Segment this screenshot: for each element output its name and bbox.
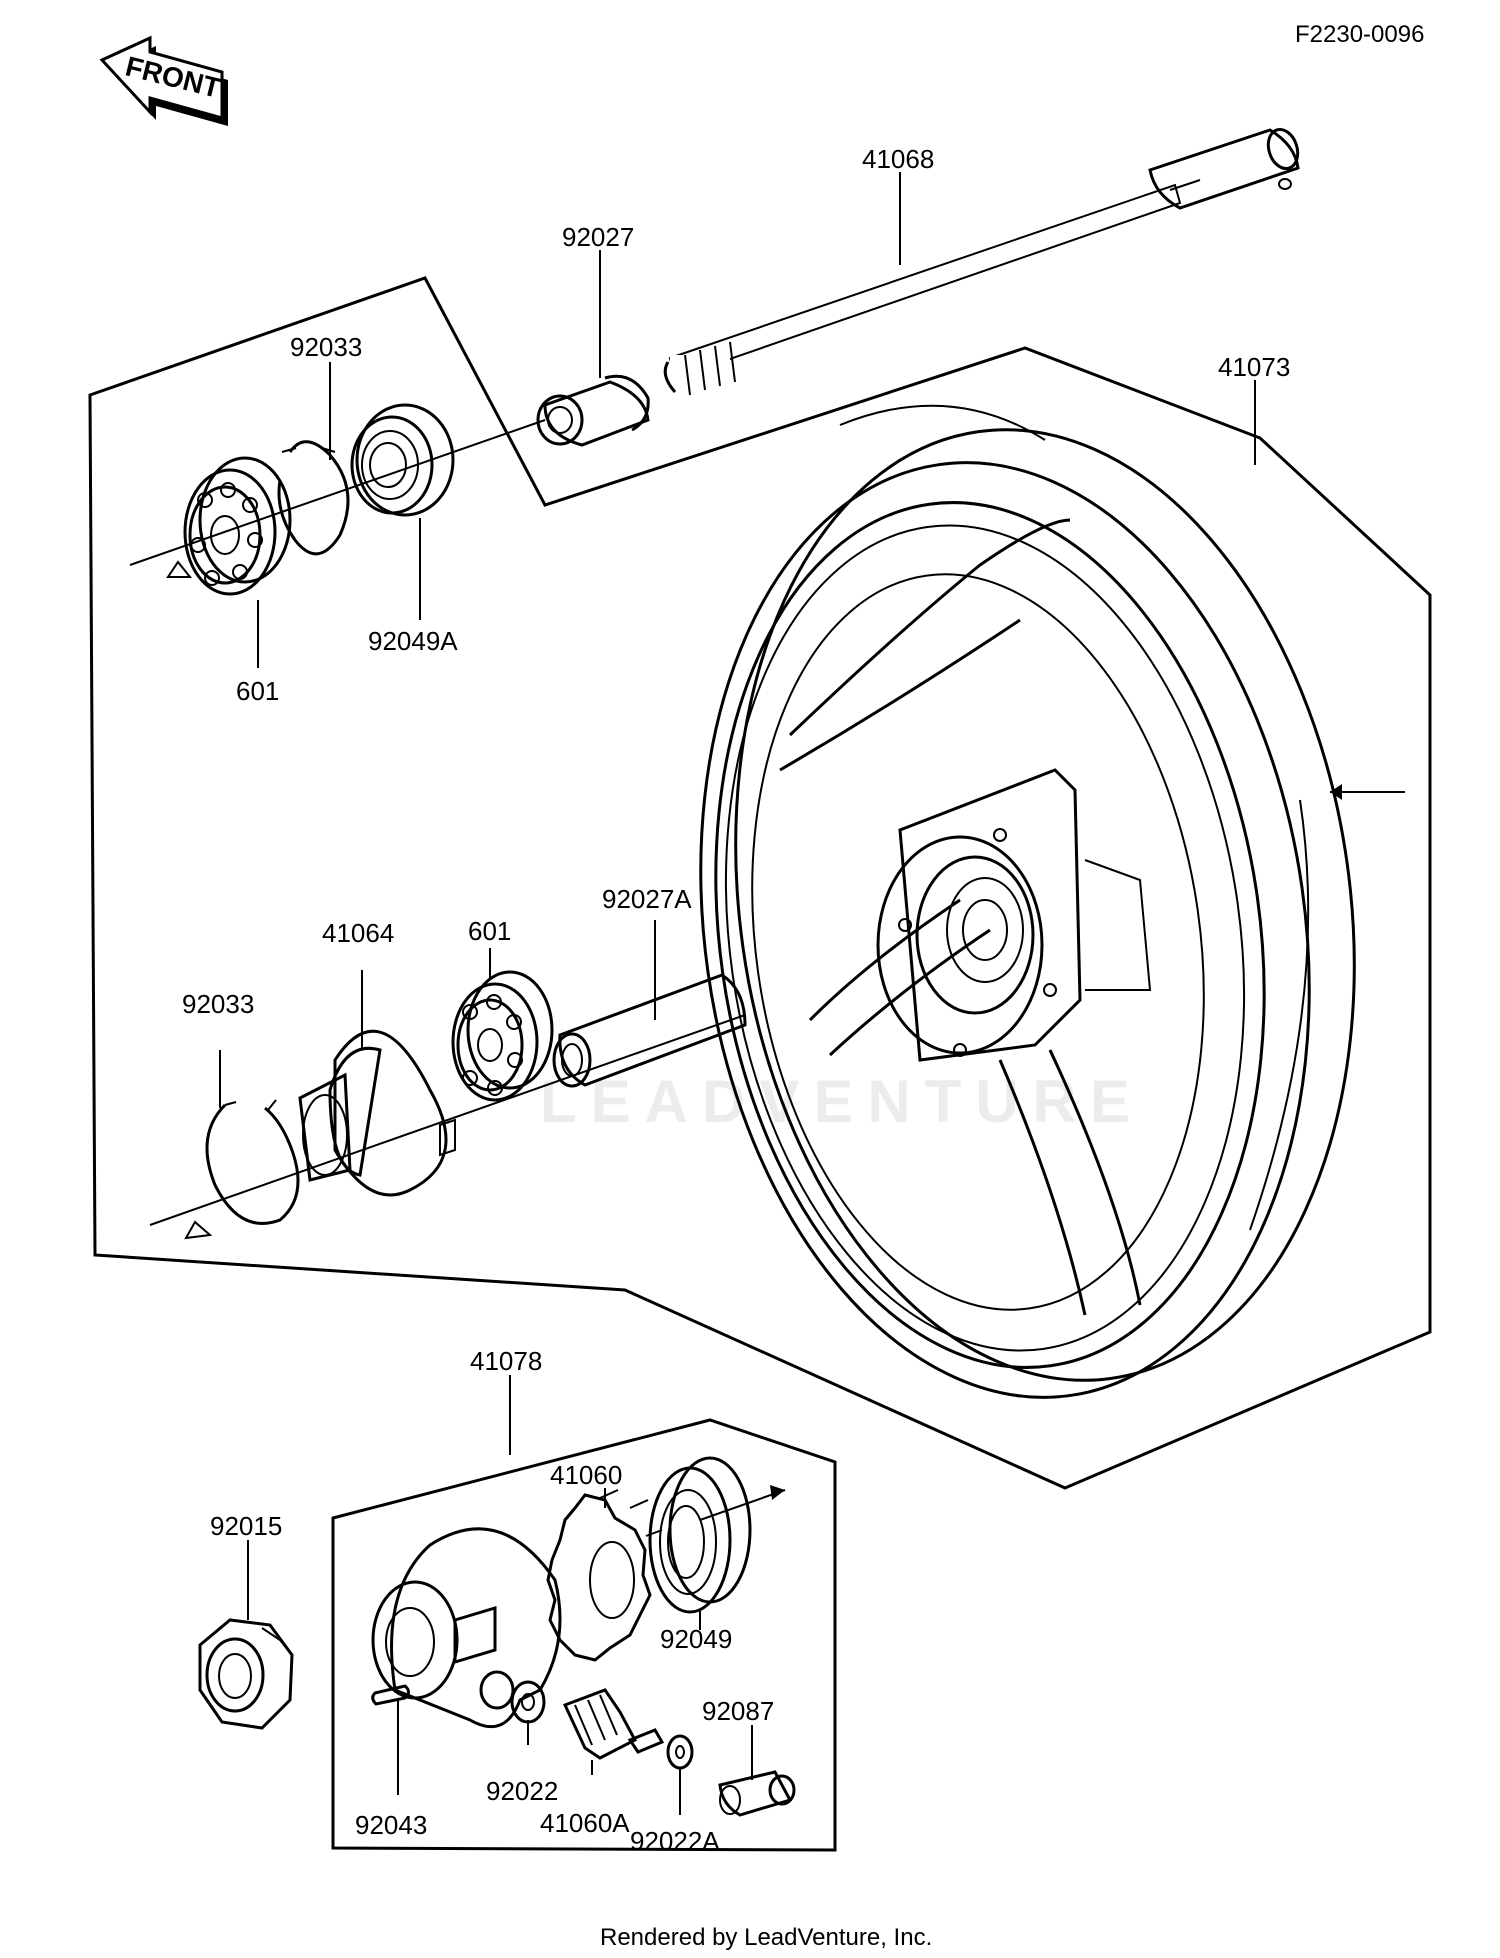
collar-92027 <box>536 374 650 447</box>
part-labels: 41068 92027 41073 92033 92049A 601 92027… <box>182 144 1290 1856</box>
washer-92022a <box>666 1734 694 1770</box>
group-outline-gear <box>331 1418 837 1852</box>
part-label: 41060 <box>550 1460 622 1490</box>
arrow-gear <box>770 1485 785 1500</box>
ref-code: F2230-0096 <box>1295 21 1424 48</box>
bushing-92087 <box>718 1770 796 1817</box>
part-label: 92027 <box>562 222 634 252</box>
washer-92022 <box>510 1680 546 1724</box>
circlip-92033-upper <box>277 440 350 556</box>
axis-line-gear <box>699 1489 786 1521</box>
watermark: LEADVENTURE <box>540 1068 1144 1135</box>
oil-seal-92049 <box>648 1456 752 1614</box>
part-label: 92033 <box>182 989 254 1019</box>
part-label: 601 <box>468 916 511 946</box>
axis-line-lower <box>149 1014 746 1226</box>
axle-thread <box>663 341 736 396</box>
part-label: 92027A <box>602 884 692 914</box>
front-arrow-icon: FRONT <box>99 35 228 126</box>
wheel-41073 <box>699 404 1356 1399</box>
pin-92043 <box>371 1684 410 1706</box>
axis-line-upper <box>129 419 546 566</box>
part-label: 601 <box>236 676 279 706</box>
axle-41068 <box>663 127 1300 396</box>
leader-lines <box>219 172 1256 1815</box>
distance-collar-92027a <box>552 973 747 1088</box>
part-label: 41068 <box>862 144 934 174</box>
part-label: 92087 <box>702 1696 774 1726</box>
circlip-92033-lower <box>205 1099 300 1225</box>
nut-92015 <box>198 1618 294 1730</box>
group-outline-main <box>88 276 1432 1490</box>
oil-seal-92049a <box>350 403 455 517</box>
arrow-wheel <box>1330 784 1342 800</box>
part-label: 92015 <box>210 1511 282 1541</box>
part-label: 41073 <box>1218 352 1290 382</box>
part-label: 92022A <box>630 1826 720 1856</box>
speedo-housing-41064 <box>298 1029 456 1197</box>
arrow-lower-left <box>184 1220 213 1240</box>
footer-credit: Rendered by LeadVenture, Inc. <box>600 1924 932 1951</box>
arrow-upper-left <box>166 560 193 578</box>
part-label: 41064 <box>322 918 394 948</box>
part-label: 92049A <box>368 626 458 656</box>
part-label: 92043 <box>355 1810 427 1840</box>
part-label: 41060A <box>540 1808 630 1838</box>
gear-41060 <box>546 1489 663 1662</box>
bearing-601-upper <box>183 456 292 596</box>
part-label: 92022 <box>486 1776 558 1806</box>
bearing-601-lower <box>451 970 554 1102</box>
part-label: 92049 <box>660 1624 732 1654</box>
gear-shaft-41060a <box>562 1688 665 1760</box>
part-label: 92033 <box>290 332 362 362</box>
part-label: 41078 <box>470 1346 542 1376</box>
